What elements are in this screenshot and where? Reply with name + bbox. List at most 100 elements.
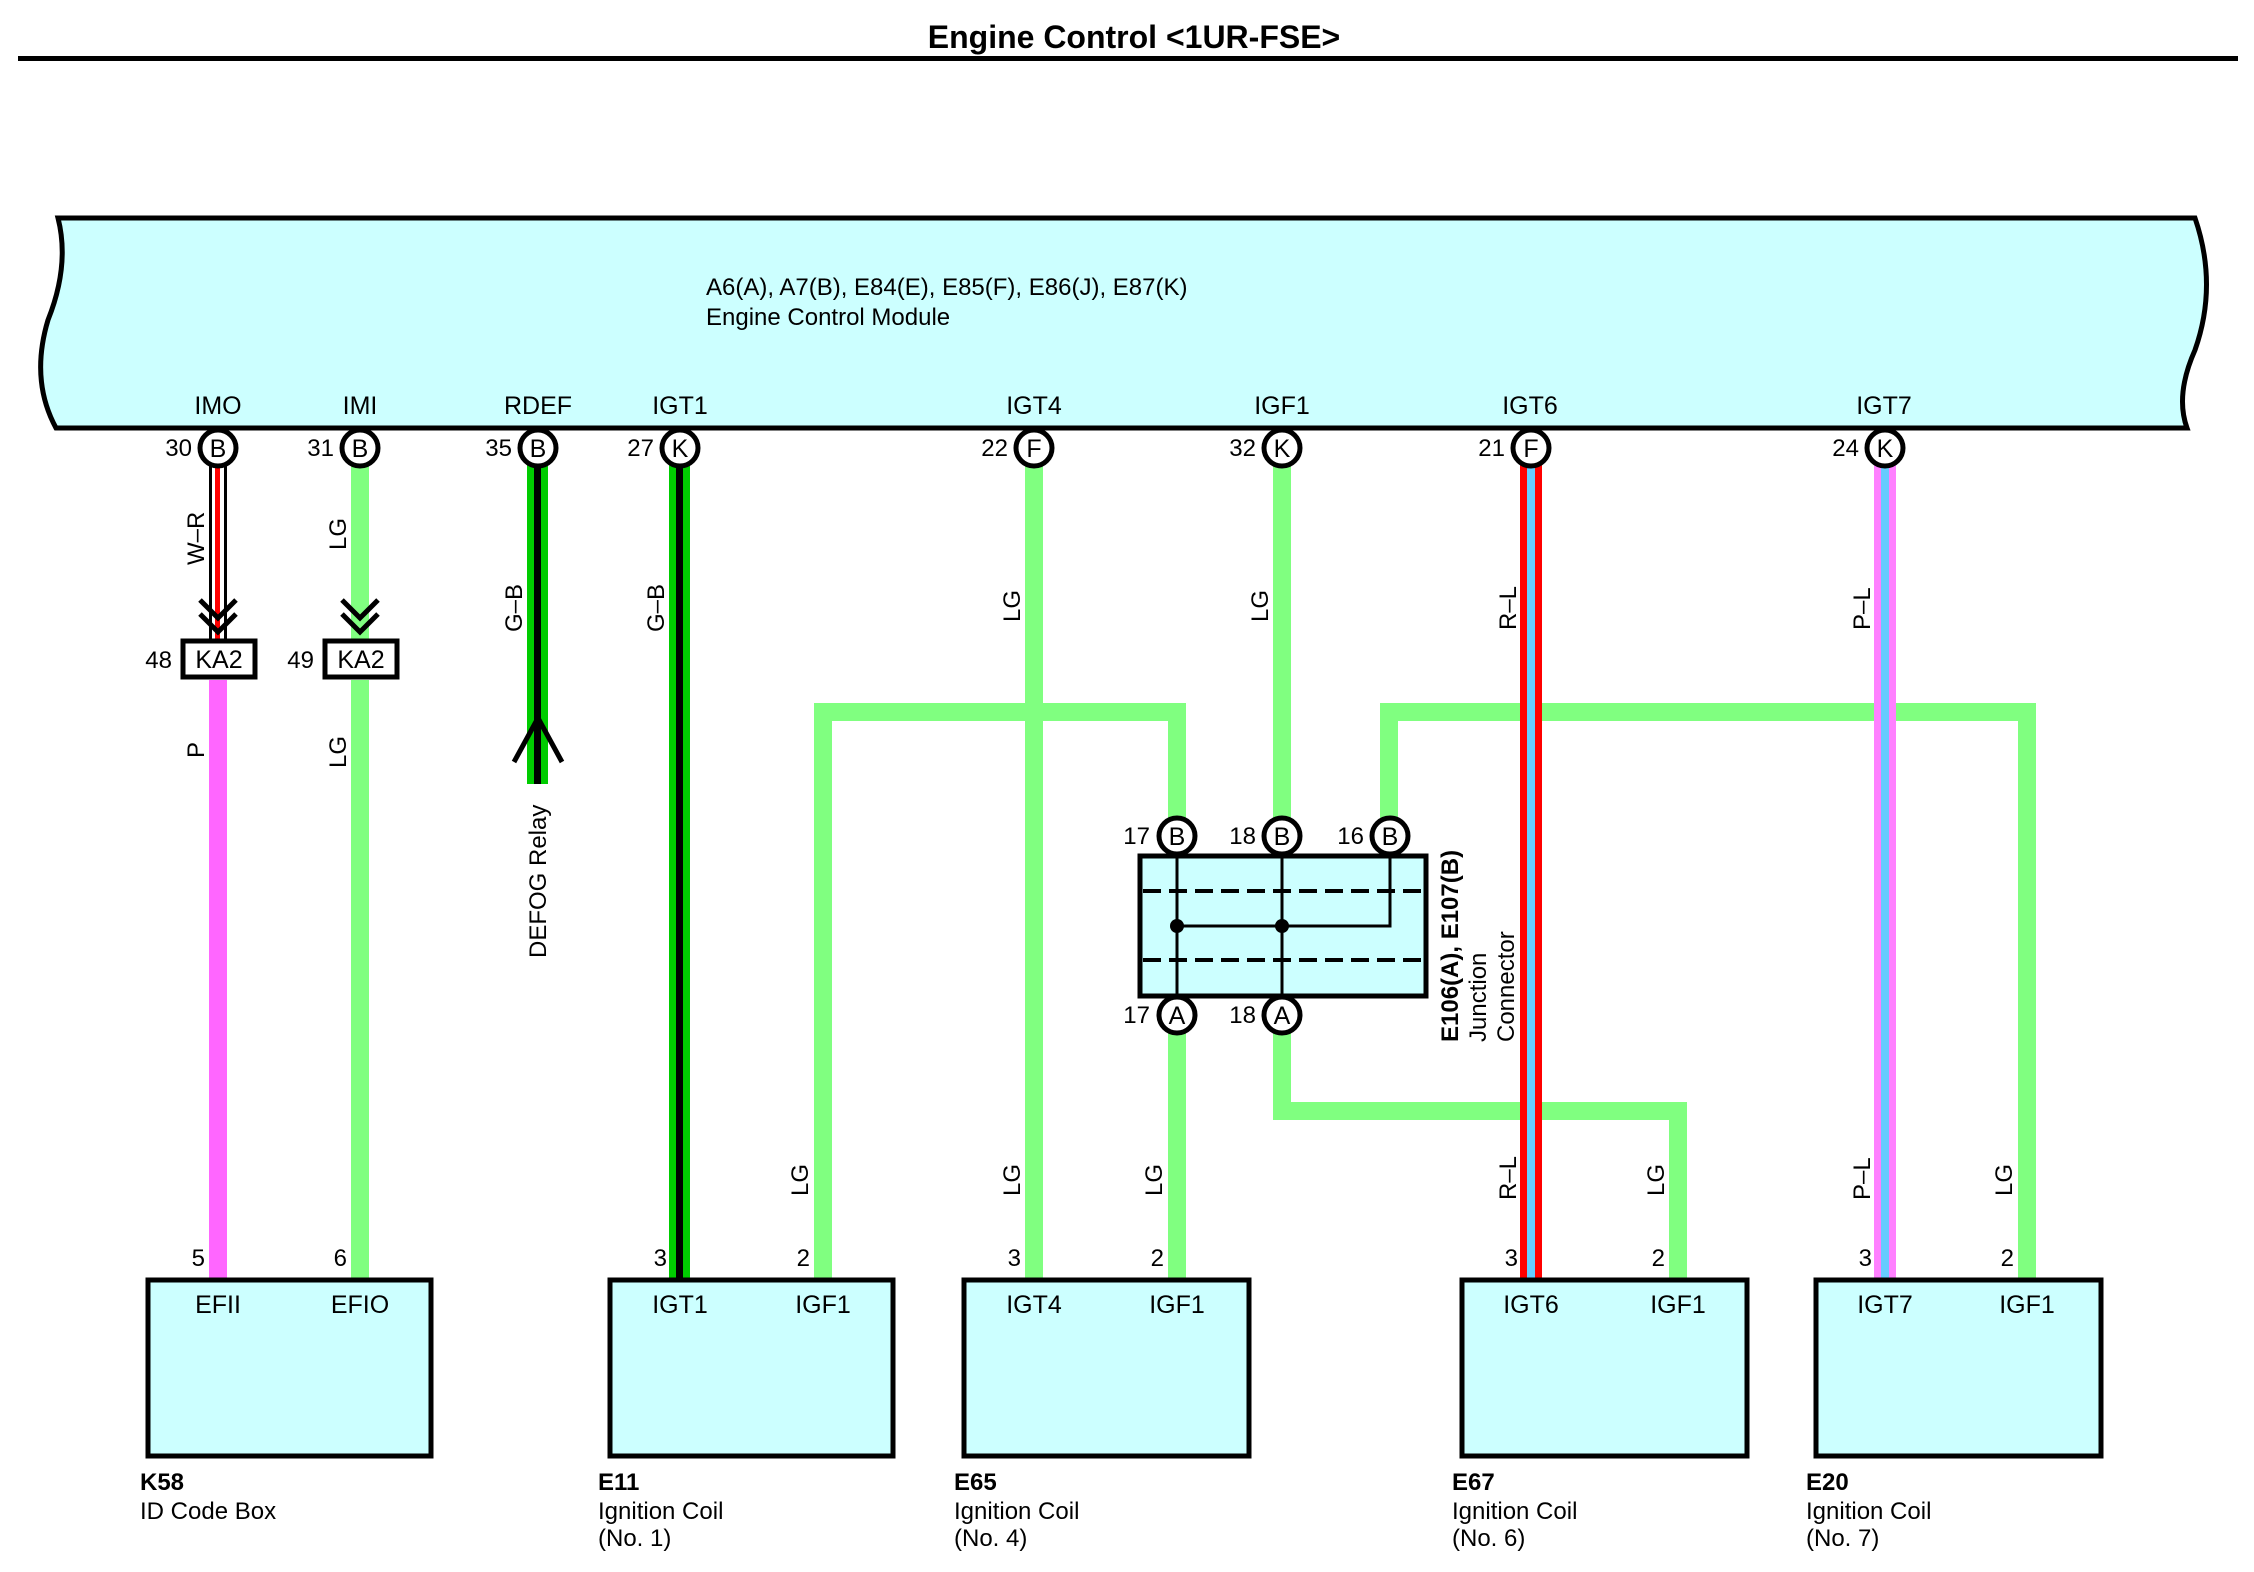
junction-pin-number: 18: [1229, 1002, 1256, 1029]
ka2-label: KA2: [337, 646, 384, 674]
wire-label-lg: LG: [325, 736, 352, 768]
conn-letter: K: [1877, 435, 1894, 463]
component-pin-number: 2: [2001, 1245, 2014, 1272]
ecm-pin-number: 30: [165, 435, 192, 462]
defog-relay-label: DEFOG Relay: [525, 805, 552, 958]
component-pin-label: EFII: [195, 1291, 241, 1319]
wire-label-p: P: [183, 742, 210, 758]
component-sub: (No. 4): [954, 1525, 1027, 1552]
component-pin-label: IGT6: [1503, 1291, 1559, 1319]
component-pin-label: IGT1: [652, 1291, 708, 1319]
wire-igt1-g-b: [669, 464, 690, 1278]
component-name: ID Code Box: [140, 1498, 276, 1525]
component-pin-label: IGF1: [1999, 1291, 2055, 1319]
ecm-pin-igf1: IGF1: [1254, 392, 1310, 420]
component-pin-number: 3: [1008, 1245, 1021, 1272]
conn-letter: B: [352, 435, 369, 463]
component-code: K58: [140, 1469, 184, 1496]
ecm-pin-number: 32: [1229, 435, 1256, 462]
conn-letter: F: [1523, 435, 1538, 463]
wire-igf1-e67-branch: [1168, 1030, 1687, 1278]
component-pin-number: 2: [1652, 1245, 1665, 1272]
conn-letter: B: [1274, 823, 1291, 851]
junction-pin-number: 17: [1123, 823, 1150, 850]
ecm-pin-number: 22: [981, 435, 1008, 462]
wire-label-lg: LG: [787, 1164, 814, 1196]
component-sub: (No. 6): [1452, 1525, 1525, 1552]
ka2-pin-number: 48: [145, 647, 172, 674]
ecm-pin-number: 31: [307, 435, 334, 462]
component-sub: (No. 7): [1806, 1525, 1879, 1552]
component-pin-label: IGF1: [1149, 1291, 1205, 1319]
wire-label-lg: LG: [999, 590, 1026, 622]
component-pin-label: IGT4: [1006, 1291, 1062, 1319]
component-code: E65: [954, 1469, 997, 1496]
component-e67: [1459, 1277, 1750, 1459]
inline-connector-ka2-49: [322, 638, 400, 680]
chevron-down-icon: [198, 598, 380, 636]
wire-label-lg: LG: [1247, 590, 1274, 622]
junction-pin-circles: [1156, 815, 1411, 1036]
ka2-pin-number: 49: [287, 647, 314, 674]
conn-letter: K: [1274, 435, 1291, 463]
conn-letter: B: [210, 435, 227, 463]
conn-letter: A: [1274, 1002, 1291, 1030]
wire-igt6-r-l: [1520, 464, 1542, 1278]
component-k58: [145, 1277, 434, 1459]
wire-label-r-l: R–L: [1495, 1156, 1522, 1200]
component-pin-number: 6: [334, 1245, 347, 1272]
component-pin-number: 2: [1151, 1245, 1164, 1272]
wire-label-lg: LG: [999, 1164, 1026, 1196]
wire-label-lg: LG: [1991, 1164, 2018, 1196]
component-pin-number: 3: [1859, 1245, 1872, 1272]
component-pin-label: IGT7: [1857, 1291, 1913, 1319]
component-pin-number: 2: [797, 1245, 810, 1272]
conn-letter: A: [1169, 1002, 1186, 1030]
component-pin-label: IGF1: [795, 1291, 851, 1319]
component-e65: [961, 1277, 1252, 1459]
component-pin-label: IGF1: [1650, 1291, 1706, 1319]
component-e11: [607, 1277, 896, 1459]
wire-imo-w-r: [209, 464, 227, 640]
component-code: E20: [1806, 1469, 1849, 1496]
wire-igt4-lg: [1025, 464, 1043, 1278]
wire-efio-lg: [351, 680, 369, 1278]
junction-pin-number: 17: [1123, 1002, 1150, 1029]
title-rule: [18, 56, 2238, 61]
conn-letter: B: [530, 435, 547, 463]
wire-label-p-l: P–L: [1849, 1157, 1876, 1200]
wire-igf1-center-lg: [1273, 464, 1291, 833]
wire-label-g-b: G–B: [643, 584, 670, 632]
junction-name-line2: Connector: [1493, 931, 1520, 1042]
wire-igf1-left-branch: [814, 703, 1186, 1278]
junction-pin-number: 18: [1229, 823, 1256, 850]
junction-pin-number: 16: [1337, 823, 1364, 850]
component-pin-number: 3: [654, 1245, 667, 1272]
arrow-up-icon: [511, 712, 565, 764]
ecm-pin-number: 27: [627, 435, 654, 462]
ecm-pin-imi: IMI: [343, 392, 378, 420]
component-code: E11: [598, 1469, 639, 1496]
ecm-name: Engine Control Module: [706, 304, 950, 331]
ecm-pin-number: 21: [1478, 435, 1505, 462]
wire-p: [209, 680, 227, 1278]
wire-label-lg: LG: [1141, 1164, 1168, 1196]
component-name: Ignition Coil: [598, 1498, 723, 1525]
component-name: Ignition Coil: [1452, 1498, 1577, 1525]
junction-name-line1: Junction: [1465, 953, 1492, 1042]
conn-letter: B: [1169, 823, 1186, 851]
component-code: E67: [1452, 1469, 1495, 1496]
wire-label-lg: LG: [325, 518, 352, 550]
ecm-pin-number: 35: [485, 435, 512, 462]
component-name: Ignition Coil: [1806, 1498, 1931, 1525]
splice-dot: [1170, 919, 1184, 933]
conn-letter: F: [1026, 435, 1041, 463]
wire-label-g-b: G–B: [501, 584, 528, 632]
page-title: Engine Control <1UR-FSE>: [928, 19, 1340, 55]
wire-label-r-l: R–L: [1495, 586, 1522, 630]
component-name: Ignition Coil: [954, 1498, 1079, 1525]
wire-rdef-g-b: [527, 464, 548, 784]
component-pin-number: 5: [192, 1245, 205, 1272]
